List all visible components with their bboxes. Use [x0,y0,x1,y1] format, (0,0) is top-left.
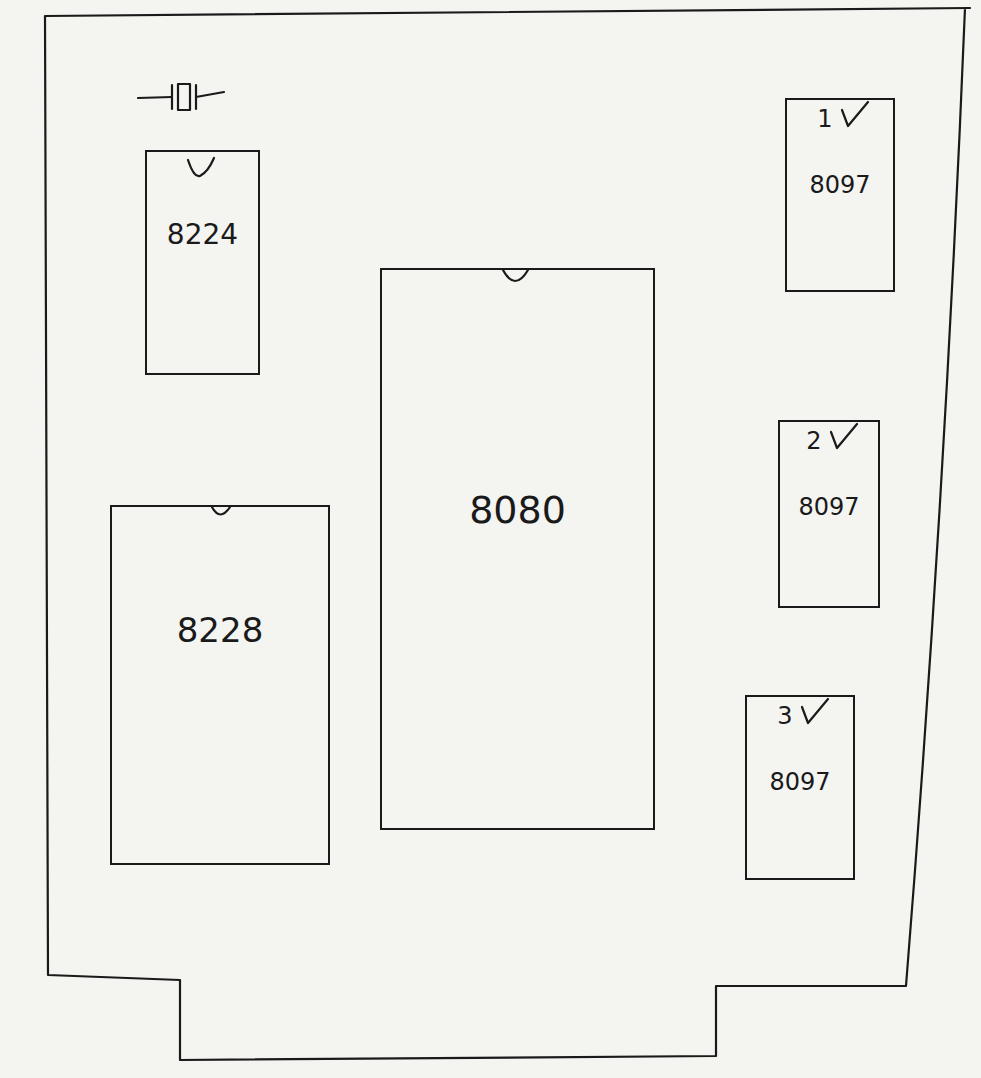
chip-label: 8224 [167,220,238,251]
chip-outline: 8228 [110,505,330,865]
chip-outline: 2 8097 [778,420,880,608]
chip-label: 8228 [177,612,264,649]
callout-number: 3 [777,703,792,729]
board-outline [45,8,970,1060]
chip-outline: 3 8097 [745,695,855,880]
crystal-symbol [138,84,224,110]
chip-outline: 8080 [380,268,655,830]
chip-outline: 8224 [145,150,260,375]
pin1-notch [212,507,230,515]
pin1-check-mark [802,699,828,723]
callout-number: 1 [817,106,832,132]
chip-label: 8097 [809,172,870,198]
chip-label: 8080 [469,490,566,532]
pin1-check-mark [188,158,214,176]
pin1-check-mark [831,424,857,448]
chip-outline: 1 8097 [785,98,895,292]
pin1-check-mark [842,102,868,126]
pin1-notch [503,270,528,281]
chip-label: 8097 [798,494,859,520]
callout-number: 2 [806,428,821,454]
chip-label: 8097 [769,769,830,795]
